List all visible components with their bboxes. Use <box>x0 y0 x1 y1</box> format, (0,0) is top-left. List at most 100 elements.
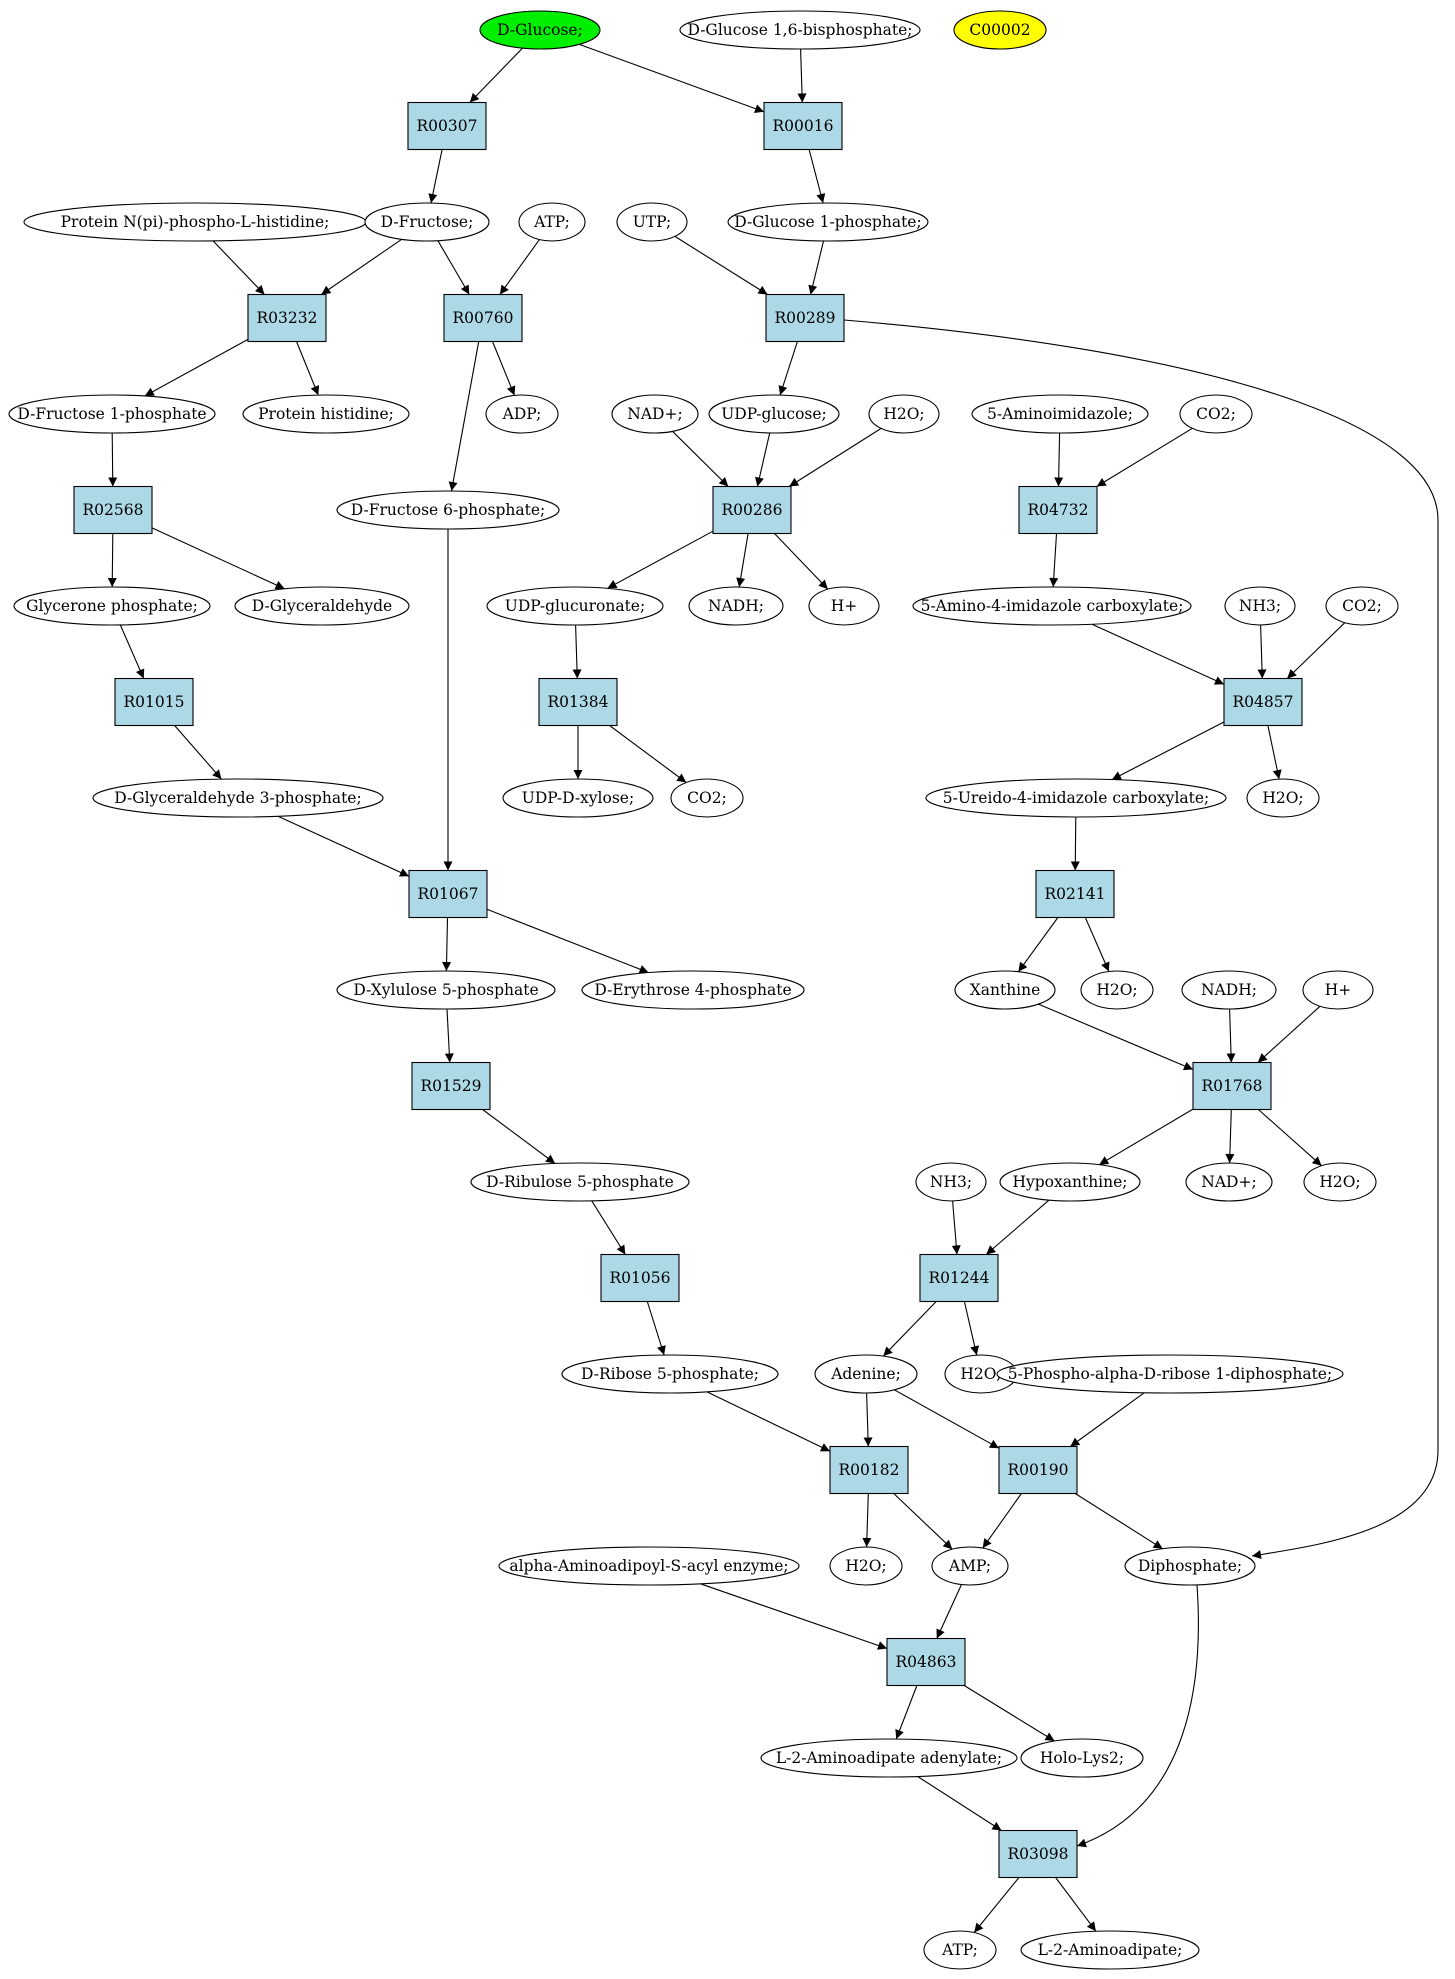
node-label-nh3b: NH3; <box>930 1173 972 1191</box>
reaction-r01529: R01529 <box>411 1061 491 1111</box>
node-label-r03232: R03232 <box>257 309 318 327</box>
metabolite-ellipse-ureido <box>925 778 1227 818</box>
node-label-r00182: R00182 <box>839 1461 900 1479</box>
edge-r03098-to-l2aa <box>1055 1877 1097 1932</box>
reaction-r03098: R03098 <box>998 1829 1078 1879</box>
metabolite-ellipse-aicarb <box>912 586 1192 626</box>
edge-r00760-to-adp <box>491 341 516 396</box>
metabolite-ellipse-nadp2 <box>1185 1162 1273 1202</box>
reaction-r02141: R02141 <box>1035 869 1115 919</box>
edge-fru-to-r03232 <box>320 238 403 295</box>
metabolite-l2aa-aden: L-2-Aminoadipate adenylate; <box>760 1738 1018 1778</box>
node-label-atp1: ATP; <box>533 213 570 231</box>
node-label-nh3a: NH3; <box>1239 597 1281 615</box>
edge-g1p-to-r00289 <box>808 240 825 295</box>
edge-r00182-to-h2o6 <box>862 1493 872 1548</box>
node-label-r04732: R04732 <box>1028 501 1089 519</box>
node-label-r00289: R00289 <box>775 309 836 327</box>
metabolite-adp: ADP; <box>485 394 559 434</box>
node-label-nadh2: NADH; <box>1201 981 1257 999</box>
reaction-box-r00016 <box>763 101 843 151</box>
edge-glc-to-r00307 <box>469 47 523 103</box>
edge-aicarb-to-r04857 <box>1091 623 1225 685</box>
metabolite-udpglcur: UDP-glucuronate; <box>486 586 664 626</box>
metabolite-ellipse-h2o4 <box>1303 1162 1377 1202</box>
metabolite-ellipse-h2o6 <box>829 1546 903 1586</box>
edge-r00190-to-amp <box>982 1493 1022 1549</box>
node-label-diphos: Diphosphate; <box>1138 1557 1242 1575</box>
reaction-box-r04857 <box>1223 677 1303 727</box>
nodes: D-Glucose;D-Glucose 1,6-bisphosphate;C00… <box>8 10 1399 1970</box>
metabolite-prot-his: Protein histidine; <box>242 394 410 434</box>
node-label-udpxyl: UDP-D-xylose; <box>522 789 634 807</box>
metabolite-ellipse-g16bp <box>679 10 921 50</box>
reaction-box-r01384 <box>538 677 618 727</box>
node-label-g3p: D-Glyceraldehyde 3-phosphate; <box>114 789 361 807</box>
metabolite-ellipse-l2aa <box>1020 1930 1200 1970</box>
node-label-h2o5: H2O; <box>960 1365 1001 1383</box>
node-label-l2aa-aden: L-2-Aminoadipate adenylate; <box>776 1749 1002 1767</box>
node-label-aminoimid: 5-Aminoimidazole; <box>987 405 1133 423</box>
metabolite-udpglc: UDP-glucose; <box>708 394 840 434</box>
edge-glc-to-r00016 <box>579 43 765 113</box>
metabolite-ellipse-hololys2 <box>1020 1738 1144 1778</box>
node-label-amp: AMP; <box>948 1557 991 1575</box>
edge-aminoadip-acyl-to-r04863 <box>700 1583 888 1650</box>
edge-fru-to-r00760 <box>437 240 470 295</box>
node-label-h2o4: H2O; <box>1319 1173 1360 1191</box>
node-label-co2a: CO2; <box>1196 405 1236 423</box>
edge-l2aa-aden-to-r03098 <box>917 1776 1002 1831</box>
node-label-nadp2: NAD+; <box>1201 1173 1256 1191</box>
node-label-xanth: Xanthine <box>970 981 1041 999</box>
node-label-r04857: R04857 <box>1233 693 1294 711</box>
reaction-r00289: R00289 <box>765 293 845 343</box>
reaction-r01067: R01067 <box>408 869 488 919</box>
edge-h2o1-to-r00286 <box>788 427 882 487</box>
node-label-udpglcur: UDP-glucuronate; <box>505 597 645 615</box>
node-label-r00307: R00307 <box>417 117 478 135</box>
metabolite-hololys2: Holo-Lys2; <box>1020 1738 1144 1778</box>
metabolite-ellipse-udpxyl <box>502 778 654 818</box>
node-label-nadh1: NADH; <box>708 597 764 615</box>
metabolite-ellipse-nh3b <box>915 1162 987 1202</box>
edge-r02141-to-xanth <box>1017 917 1059 973</box>
reaction-box-r02568 <box>73 485 153 535</box>
edge-r00760-to-f6p <box>448 341 480 492</box>
metabolite-ellipse-nh3a <box>1224 586 1296 626</box>
edge-r01529-to-ru5p <box>482 1109 556 1164</box>
metabolite-udpxyl: UDP-D-xylose; <box>502 778 654 818</box>
node-label-h2o6: H2O; <box>845 1557 886 1575</box>
edge-r00182-to-amp <box>893 1493 953 1550</box>
edge-r00190-to-diphos <box>1074 1493 1163 1550</box>
metabolite-ellipse-prpp <box>996 1354 1344 1394</box>
reaction-box-r01244 <box>919 1253 999 1303</box>
edge-r03232-to-f1p <box>144 338 249 397</box>
node-label-xu5p: D-Xylulose 5-phosphate <box>353 981 538 999</box>
metabolite-ellipse-hplus1 <box>808 586 880 626</box>
node-label-co2b: CO2; <box>1342 597 1382 615</box>
node-label-r01067: R01067 <box>418 885 479 903</box>
metabolite-ellipse-glc <box>479 10 601 50</box>
edge-ru5p-to-r01056 <box>591 1200 626 1255</box>
reaction-box-r04732 <box>1018 485 1098 535</box>
node-label-atp2: ATP; <box>941 1941 978 1959</box>
node-label-glc: D-Glucose; <box>497 21 583 39</box>
reaction-r01244: R01244 <box>919 1253 999 1303</box>
metabolite-g16bp: D-Glucose 1,6-bisphosphate; <box>679 10 921 50</box>
edge-r00307-to-fru <box>428 149 443 204</box>
metabolite-ellipse-hypox <box>999 1162 1141 1202</box>
node-label-udpglc: UDP-glucose; <box>721 405 827 423</box>
metabolite-ellipse-glyald <box>234 586 410 626</box>
edge-nadh2-to-r01768 <box>1226 1008 1236 1063</box>
node-label-r01244: R01244 <box>929 1269 990 1287</box>
metabolite-ellipse-hplus2 <box>1302 970 1374 1010</box>
edge-adenine-to-r00190 <box>894 1389 1000 1449</box>
node-label-adenine: Adenine; <box>830 1365 901 1383</box>
reaction-box-r01067 <box>408 869 488 919</box>
reaction-r00760: R00760 <box>443 293 523 343</box>
metabolite-ellipse-prot-his <box>242 394 410 434</box>
metabolite-ellipse-atp1 <box>518 202 586 242</box>
metabolite-hplus1: H+ <box>808 586 880 626</box>
reaction-r00016: R00016 <box>763 101 843 151</box>
edge-nadp1-to-r00286 <box>672 430 729 487</box>
